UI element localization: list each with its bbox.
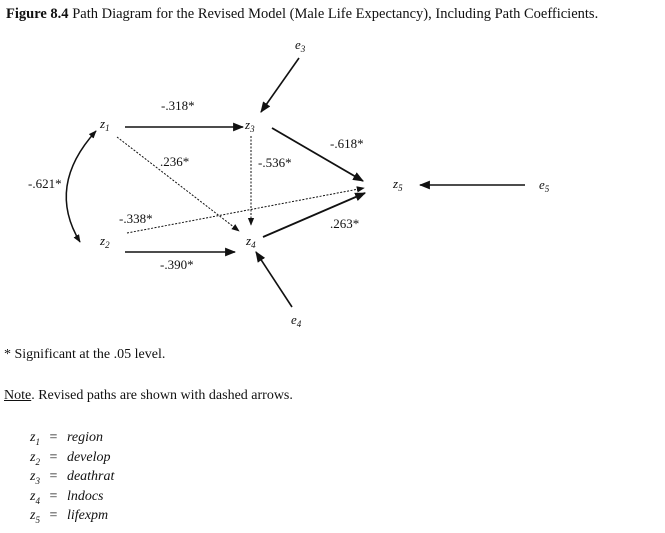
- legend-equals: =: [49, 449, 58, 465]
- coef-z3-z5: -.618*: [330, 136, 364, 151]
- significance-footnote: * Significant at the .05 level.: [4, 347, 166, 362]
- figure-label: Figure 8.4: [6, 6, 69, 22]
- legend-variable: z3: [30, 469, 40, 486]
- legend-equals: =: [49, 469, 58, 484]
- coef-z2-z5: -.338*: [119, 211, 153, 226]
- legend-item: z4 = lndocs: [30, 487, 114, 507]
- legend-item: z3 = deathrat: [30, 467, 114, 487]
- coef-z3-z4: -.536*: [258, 155, 292, 170]
- node-z1: z1: [99, 116, 110, 133]
- path-diagram: z1 z2 z3 z4 z5 e3 e4 e5 -.318* -.618* .2…: [28, 37, 550, 329]
- node-z4: z4: [245, 233, 256, 250]
- legend-variable-name: lndocs: [66, 488, 104, 504]
- legend-variable: z1: [30, 430, 40, 447]
- legend-variable: z2: [30, 449, 40, 467]
- path-z3-to-z5: [271, 127, 364, 182]
- path-z1-to-z4: [116, 136, 240, 232]
- path-z4-to-z5: [262, 192, 367, 238]
- legend-item: z2 = develop: [30, 448, 114, 468]
- node-z2: z2: [99, 233, 110, 250]
- legend-variable: z5: [30, 508, 40, 525]
- node-e4: e4: [291, 312, 302, 329]
- legend-item: z1 = region: [30, 428, 114, 448]
- node-z5: z5: [392, 176, 403, 193]
- coef-z1-z3: -.318*: [161, 98, 195, 113]
- legend-variable-name: lifexpm: [66, 508, 109, 523]
- note-text: . Revised paths are shown with dashed ar…: [31, 388, 293, 403]
- legend-variable-name: develop: [66, 449, 111, 465]
- legend-equals: =: [49, 430, 58, 445]
- node-e3: e3: [295, 37, 306, 54]
- legend-variable-name: region: [66, 430, 103, 445]
- coef-z2-z4: -.390*: [160, 257, 194, 272]
- coef-z1-z4: .236*: [160, 154, 189, 169]
- figure-caption: Figure 8.4 Path Diagram for the Revised …: [6, 6, 598, 23]
- node-z3: z3: [244, 117, 255, 134]
- path-z2-to-z5: [126, 186, 365, 234]
- variable-legend: z1 = region z2 = develop z3 = deathrat z…: [30, 428, 114, 526]
- legend-variable: z4: [30, 488, 40, 506]
- legend-equals: =: [49, 488, 58, 504]
- coef-z4-z5: .263*: [330, 216, 359, 231]
- legend-equals: =: [49, 508, 58, 523]
- legend-variable-name: deathrat: [66, 469, 115, 484]
- legend-item: z5 = lifexpm: [30, 506, 114, 526]
- note-label: Note: [4, 388, 32, 403]
- figure-title: Path Diagram for the Revised Model (Male…: [72, 6, 599, 22]
- path-e3-to-z3: [260, 57, 300, 113]
- path-z1-z2-correlation: [65, 130, 97, 243]
- node-e5: e5: [539, 177, 550, 194]
- path-e4-to-z4: [255, 251, 293, 308]
- coef-z1-z2: -.621*: [28, 176, 62, 191]
- revised-paths-note: Note. Revised paths are shown with dashe…: [4, 388, 293, 404]
